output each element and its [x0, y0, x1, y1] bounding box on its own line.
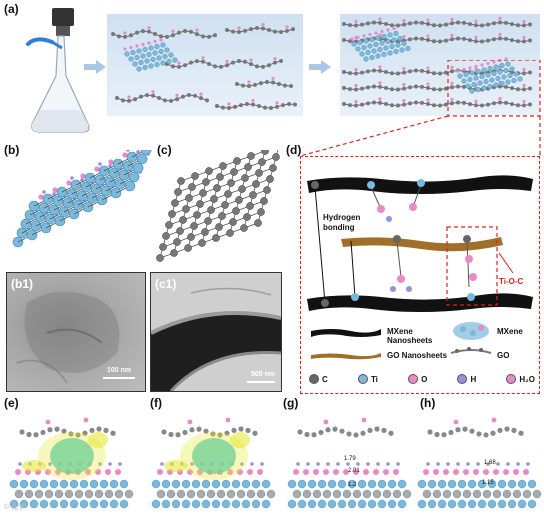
- atom-dot-icon: [506, 374, 517, 384]
- panel-label-c: (c): [157, 143, 172, 157]
- bond-length: 1.68: [484, 460, 496, 466]
- panel-label-a: (a): [4, 2, 19, 16]
- mixed-suspension-box: [107, 14, 303, 116]
- legend-atom: C: [309, 374, 328, 384]
- scale-bar-c1: 500 nm: [251, 371, 276, 378]
- structure-g: 1.79 2.01 1.2: [286, 410, 412, 512]
- panel-label-e: (e): [4, 396, 19, 410]
- legend-go-nanosheets: GO Nanosheets: [387, 351, 448, 360]
- charge-density-e: [8, 410, 136, 512]
- legend-atom-label: O: [421, 374, 428, 384]
- atom-dot-icon: [357, 374, 368, 384]
- mxene-lattice-model: [6, 150, 152, 262]
- panel-label-f: (f): [150, 396, 162, 410]
- bond-length: 1.15: [482, 480, 494, 486]
- assembled-film-box: [340, 14, 540, 116]
- charge-density-f: [150, 410, 278, 512]
- atom-legend: C Ti O H H₂O: [309, 371, 535, 387]
- bond-length: 2.01: [348, 468, 360, 474]
- filtration-flask-illustration: [22, 6, 92, 134]
- panel-label-b: (b): [4, 143, 20, 157]
- legend-atom: Ti: [357, 374, 378, 384]
- legend-atom-label: C: [322, 374, 328, 384]
- bond-length: 1.79: [344, 456, 356, 462]
- tem-image-b1: (b1) 100 nm: [6, 272, 146, 392]
- panel-label-g: (g): [283, 396, 299, 410]
- tem-label-b1: (b1): [11, 277, 33, 291]
- arrow-icon: [84, 60, 106, 74]
- atom-dot-icon: [309, 374, 319, 384]
- panel-label-d: (d): [286, 143, 302, 157]
- hydrogen-bonding-label: Hydrogen bonding: [323, 213, 361, 232]
- callout-lines: [299, 60, 541, 157]
- legend-atom: O: [408, 374, 427, 384]
- watermark: © 化学: [4, 504, 26, 511]
- legend-atom: H: [457, 374, 476, 384]
- tem-image-c1: (c1) 500 nm: [150, 272, 282, 392]
- arrow-icon: [309, 60, 331, 74]
- bond-length: 1.2: [348, 482, 357, 488]
- legend-mxene-nanosheets: MXene Nanosheets: [387, 327, 433, 345]
- legend-mxene: MXene: [497, 327, 523, 336]
- bonding-schematic: Hydrogen bonding Ti-O-C MXene Nanosheets…: [300, 156, 540, 394]
- structure-h: 1.68 1.15: [416, 410, 542, 512]
- legend-atom-label: H: [470, 374, 477, 384]
- tem-label-c1: (c1): [155, 277, 177, 291]
- atom-dot-icon: [457, 374, 468, 384]
- legend-atom-label: H₂O: [519, 374, 535, 384]
- legend-atom-label: Ti: [370, 374, 378, 384]
- go-lattice-model: [150, 150, 282, 268]
- atom-dot-icon: [408, 374, 419, 384]
- ti-o-c-label: Ti-O-C: [499, 277, 524, 286]
- scale-bar-b1: 100 nm: [107, 367, 132, 374]
- legend-atom: H₂O: [506, 374, 535, 384]
- legend-go: GO: [497, 351, 510, 360]
- panel-label-h: (h): [420, 396, 436, 410]
